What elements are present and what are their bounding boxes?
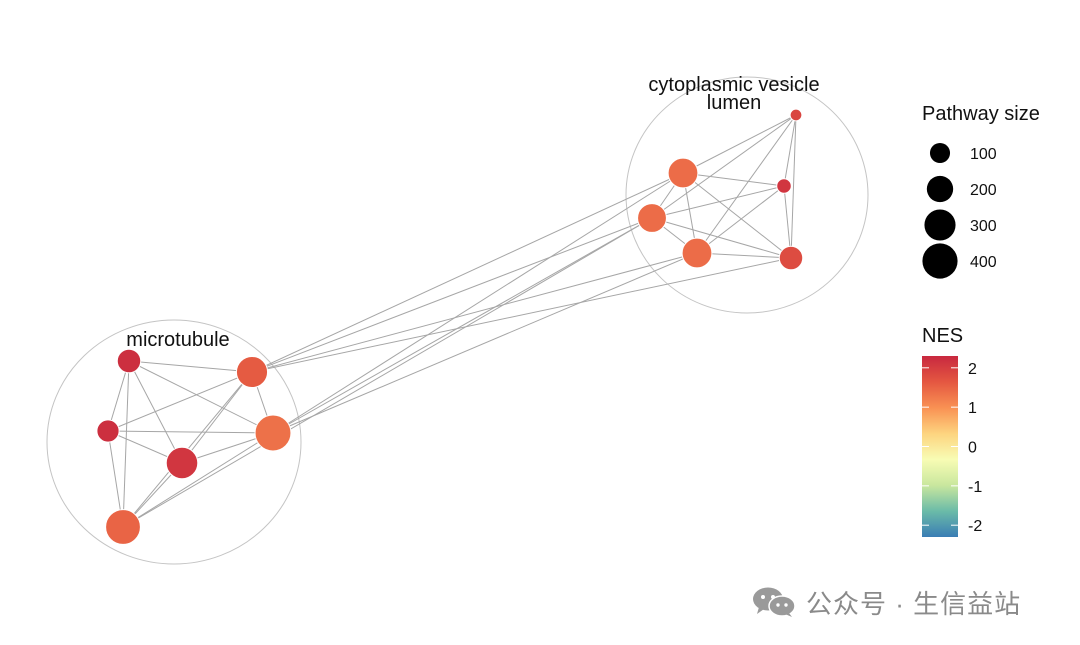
cluster-label-microtubule: microtubule xyxy=(126,329,229,351)
pathway-size-legend-title: Pathway size xyxy=(922,103,1040,125)
edge-v2-v3 xyxy=(682,172,785,187)
nes-tick-label-0: 0 xyxy=(968,440,977,457)
pathway-size-legend: Pathway size 100 200 300 400 xyxy=(922,103,1040,279)
nes-tick-label--2: -2 xyxy=(968,518,982,535)
pathway-node-v3[interactable] xyxy=(776,178,792,194)
nes-tick-label--1: -1 xyxy=(968,479,982,496)
wechat-icon xyxy=(753,587,796,617)
edge-m1-m2 xyxy=(128,360,253,373)
size-legend-dot-400 xyxy=(922,243,958,279)
edge-m2-v5 xyxy=(251,252,698,373)
size-legend-dot-100 xyxy=(929,142,951,164)
cluster-ring-vesicle xyxy=(625,76,869,314)
edge-m6-v4 xyxy=(122,217,653,528)
edge-v3-v4 xyxy=(651,185,785,219)
edge-m4-v4 xyxy=(272,217,653,434)
nes-tick-label-1: 1 xyxy=(968,400,977,417)
cluster-ring-microtubule xyxy=(46,319,302,565)
cluster-rings xyxy=(46,76,869,565)
pathway-node-m6[interactable] xyxy=(105,509,141,545)
cluster-label-line: lumen xyxy=(707,92,761,114)
pathway-node-v4[interactable] xyxy=(637,203,667,233)
network-nodes xyxy=(96,108,804,545)
edge-m2-m5 xyxy=(181,371,253,464)
edge-v1-v6 xyxy=(790,114,797,259)
edge-v2-v6 xyxy=(682,172,792,259)
size-legend-label-300: 300 xyxy=(970,218,997,235)
edge-m4-v5 xyxy=(272,252,698,434)
edge-m1-m4 xyxy=(128,360,274,434)
pathway-node-m5[interactable] xyxy=(165,446,199,480)
size-legend-dot-200 xyxy=(926,175,954,203)
pathway-node-m3[interactable] xyxy=(96,419,120,443)
edge-m2-v2 xyxy=(251,172,684,373)
watermark-text: 公众号 · 生信益站 xyxy=(806,588,1022,619)
size-legend-label-200: 200 xyxy=(970,182,997,199)
edge-v5-v6 xyxy=(696,252,792,259)
edge-m1-m6 xyxy=(122,360,130,528)
pathway-node-m1[interactable] xyxy=(116,348,142,374)
edge-v1-v3 xyxy=(783,114,797,187)
size-legend-label-100: 100 xyxy=(970,146,997,163)
edge-v1-v2 xyxy=(682,114,797,174)
pathway-node-m2[interactable] xyxy=(235,355,269,389)
edge-v3-v5 xyxy=(696,185,785,254)
edge-v1-v4 xyxy=(651,114,797,219)
nes-tick-label-2: 2 xyxy=(968,361,977,378)
cluster-label-line: microtubule xyxy=(126,329,229,351)
watermark: 公众号 · 生信益站 xyxy=(752,584,1021,620)
pathway-node-v1[interactable] xyxy=(789,108,803,122)
nes-legend-title: NES xyxy=(922,325,963,347)
nes-legend: NES 2 1 0 -1 -2 xyxy=(922,325,982,537)
edge-m2-m3 xyxy=(107,371,253,432)
edge-m4-m6 xyxy=(122,432,274,528)
pathway-node-v2[interactable] xyxy=(667,157,699,189)
edge-m4-v2 xyxy=(272,172,684,434)
edge-v1-v5 xyxy=(696,114,797,254)
cluster-label-line: cytoplasmic vesicle xyxy=(648,74,819,96)
size-legend-label-400: 400 xyxy=(970,254,997,271)
edge-m2-v4 xyxy=(251,217,653,373)
edge-m2-v6 xyxy=(251,257,792,373)
size-legend-dot-300 xyxy=(924,209,956,241)
pathway-node-v6[interactable] xyxy=(778,245,804,271)
pathway-node-v5[interactable] xyxy=(681,237,713,269)
pathway-node-m4[interactable] xyxy=(254,414,292,452)
edge-m3-m4 xyxy=(107,430,274,434)
edge-v4-v6 xyxy=(651,217,792,259)
